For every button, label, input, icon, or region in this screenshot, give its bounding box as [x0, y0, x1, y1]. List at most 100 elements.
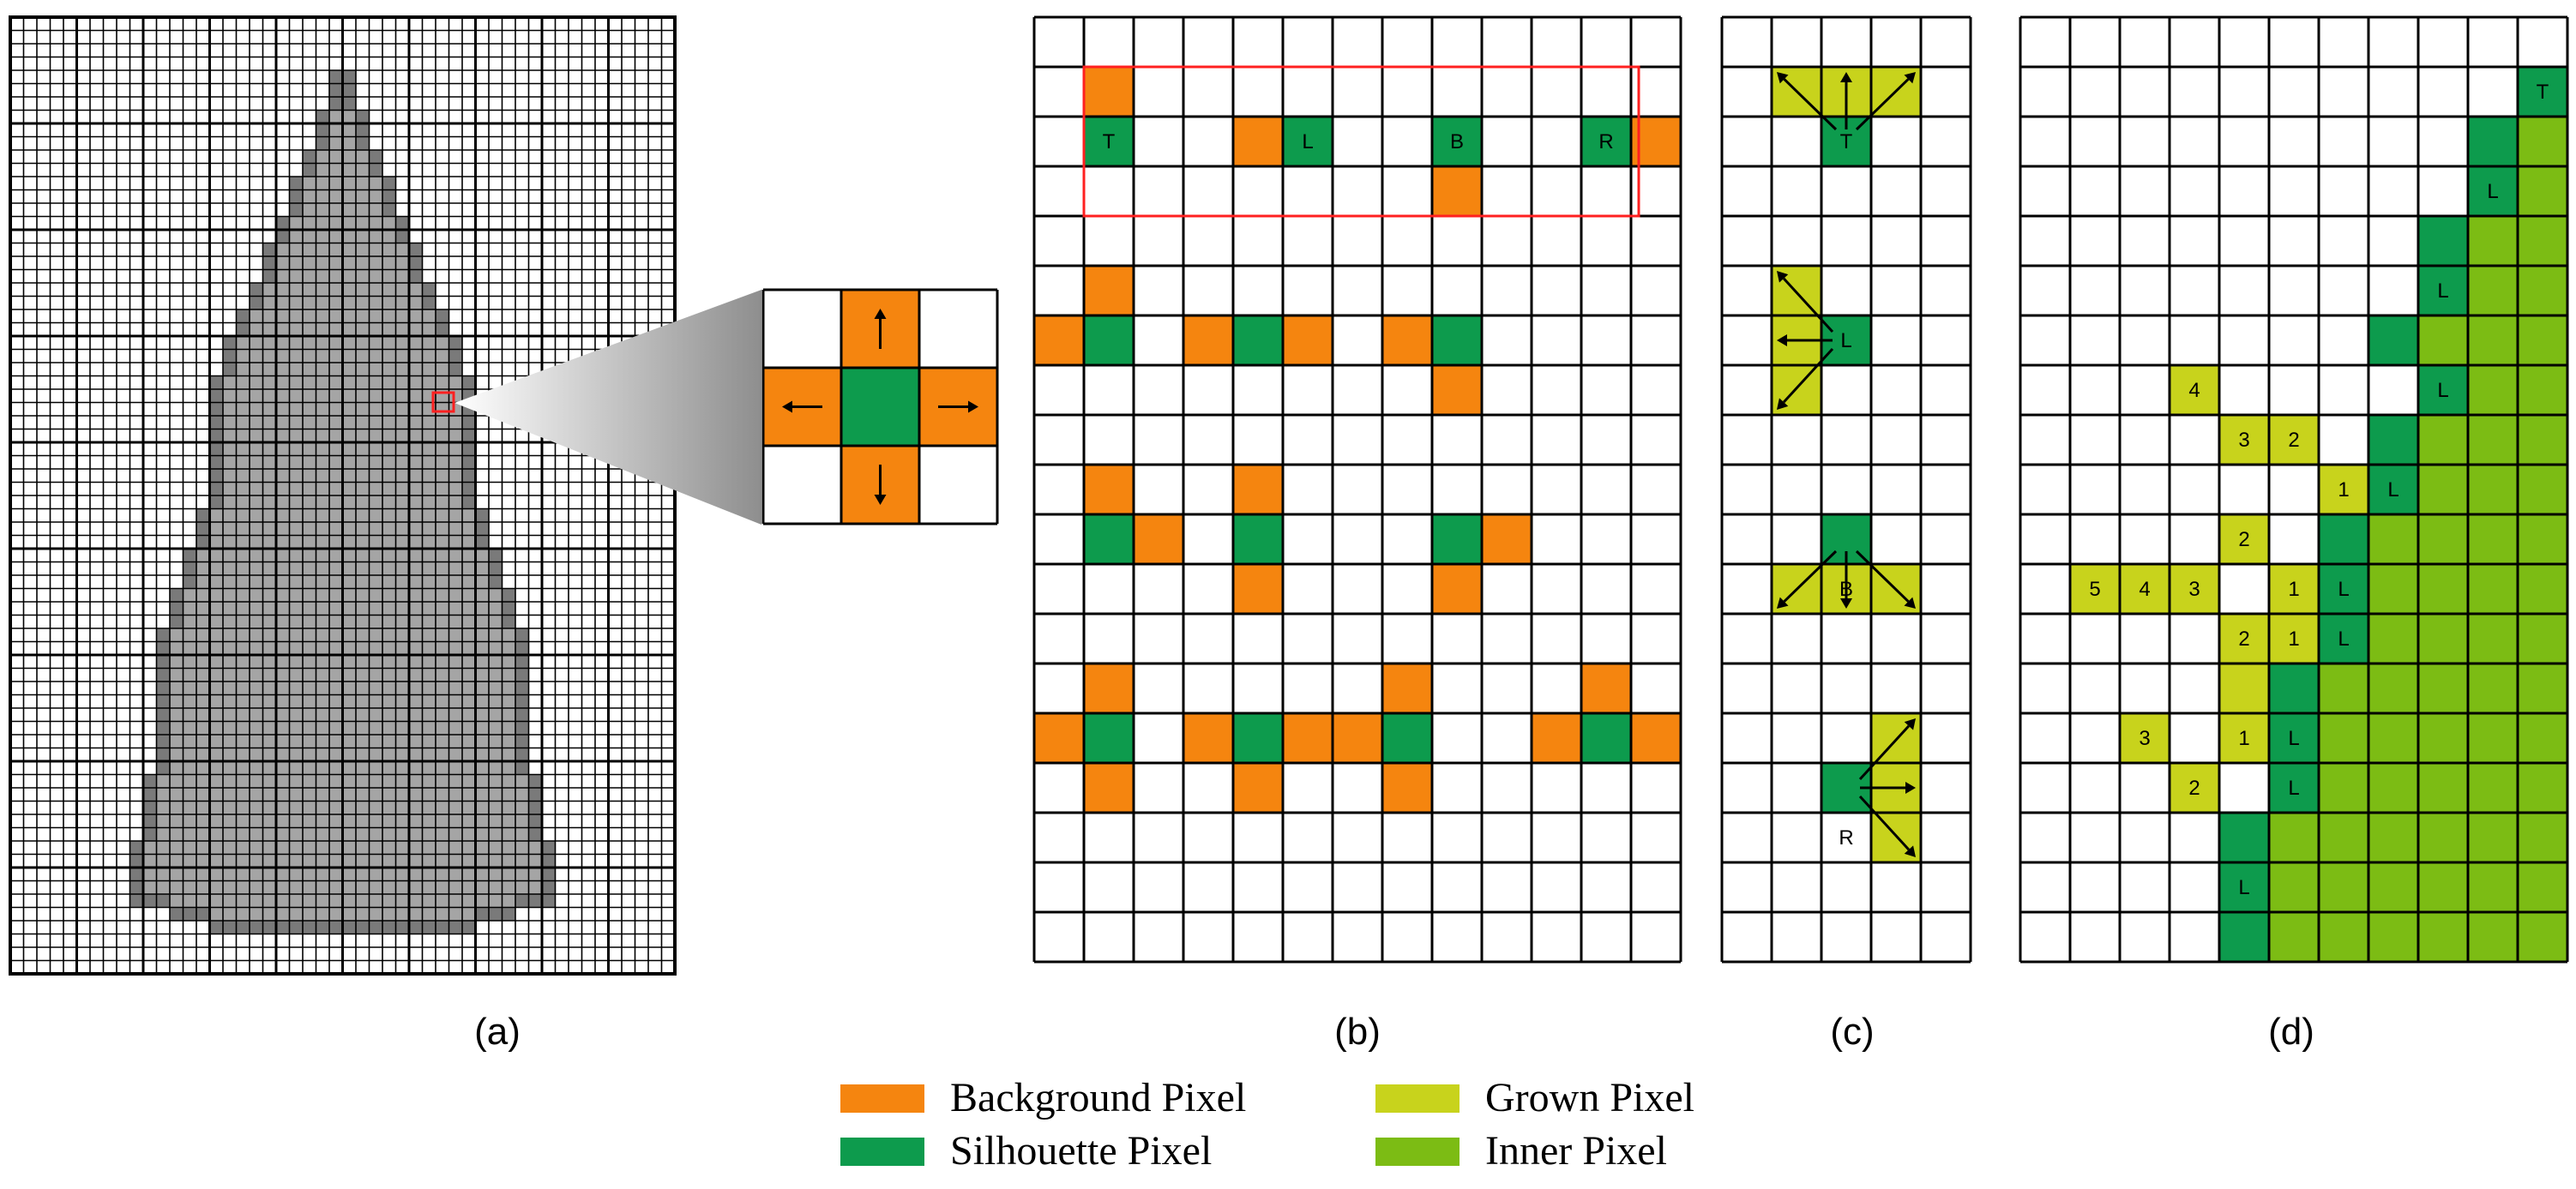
background-pixel: [1432, 365, 1482, 415]
silhouette-inner-pixel: [316, 788, 329, 802]
silhouette-edge-pixel: [329, 97, 343, 111]
silhouette-inner-pixel: [329, 880, 343, 894]
silhouette-inner-pixel: [395, 522, 409, 536]
silhouette-inner-pixel: [170, 854, 184, 868]
silhouette-inner-pixel: [342, 256, 356, 270]
silhouette-inner-pixel: [289, 748, 303, 761]
silhouette-inner-pixel: [329, 841, 343, 855]
silhouette-inner-pixel: [170, 774, 184, 788]
silhouette-inner-pixel: [356, 907, 370, 921]
silhouette-inner-pixel: [489, 682, 503, 695]
silhouette-inner-pixel: [436, 868, 449, 881]
silhouette-edge-pixel: [262, 256, 276, 270]
silhouette-inner-pixel: [369, 735, 382, 748]
silhouette-inner-pixel: [316, 402, 329, 416]
silhouette-inner-pixel: [395, 575, 409, 589]
grown-pixel: [2219, 664, 2269, 713]
inner-pixel: [2468, 664, 2518, 713]
silhouette-inner-pixel: [262, 708, 276, 722]
silhouette-inner-pixel: [329, 535, 343, 549]
silhouette-inner-pixel: [329, 110, 343, 123]
silhouette-inner-pixel: [342, 296, 356, 309]
silhouette-inner-pixel: [409, 880, 423, 894]
silhouette-inner-pixel: [422, 429, 436, 442]
inner-pixel: [2368, 713, 2418, 763]
inner-pixel: [2468, 365, 2518, 415]
inner-pixel: [2468, 315, 2518, 365]
silhouette-inner-pixel: [289, 402, 303, 416]
silhouette-inner-pixel: [262, 748, 276, 761]
silhouette-inner-pixel: [276, 495, 290, 509]
panel-d-cell-label: 2: [2238, 628, 2249, 651]
panel-d-cell-label: 4: [2139, 578, 2150, 601]
silhouette-inner-pixel: [422, 588, 436, 602]
silhouette-inner-pixel: [223, 429, 237, 442]
silhouette-inner-pixel: [289, 721, 303, 735]
silhouette-edge-pixel: [303, 921, 316, 934]
silhouette-inner-pixel: [236, 708, 250, 722]
silhouette-inner-pixel: [316, 827, 329, 841]
silhouette-inner-pixel: [289, 442, 303, 456]
silhouette-inner-pixel: [342, 243, 356, 256]
silhouette-edge-pixel: [209, 469, 223, 483]
silhouette-inner-pixel: [369, 402, 382, 416]
silhouette-inner-pixel: [329, 682, 343, 695]
silhouette-inner-pixel: [262, 561, 276, 575]
silhouette-inner-pixel: [250, 469, 263, 483]
silhouette-inner-pixel: [223, 495, 237, 509]
silhouette-inner-pixel: [183, 708, 196, 722]
silhouette-inner-pixel: [289, 535, 303, 549]
silhouette-inner-pixel: [409, 429, 423, 442]
silhouette-inner-pixel: [316, 682, 329, 695]
silhouette-inner-pixel: [250, 442, 263, 456]
silhouette-inner-pixel: [223, 522, 237, 536]
caption-c: (c): [1830, 1011, 1874, 1053]
silhouette-inner-pixel: [303, 827, 316, 841]
silhouette-inner-pixel: [356, 455, 370, 469]
panel-d-cell-label: L: [2437, 379, 2448, 402]
panel-c-cell-label: B: [1839, 578, 1853, 601]
silhouette-inner-pixel: [342, 230, 356, 243]
silhouette-inner-pixel: [475, 788, 489, 802]
silhouette-inner-pixel: [196, 894, 210, 908]
silhouette-edge-pixel: [156, 735, 170, 748]
silhouette-edge-pixel: [156, 641, 170, 655]
silhouette-inner-pixel: [209, 880, 223, 894]
silhouette-inner-pixel: [475, 801, 489, 814]
silhouette-inner-pixel: [276, 827, 290, 841]
silhouette-inner-pixel: [329, 694, 343, 708]
silhouette-inner-pixel: [316, 522, 329, 536]
silhouette-inner-pixel: [422, 880, 436, 894]
silhouette-inner-pixel: [250, 894, 263, 908]
silhouette-inner-pixel: [223, 482, 237, 495]
silhouette-inner-pixel: [289, 349, 303, 363]
silhouette-inner-pixel: [342, 854, 356, 868]
silhouette-inner-pixel: [170, 628, 184, 642]
silhouette-inner-pixel: [382, 349, 396, 363]
silhouette-inner-pixel: [462, 508, 476, 522]
silhouette-inner-pixel: [209, 522, 223, 536]
silhouette-inner-pixel: [475, 708, 489, 722]
silhouette-inner-pixel: [316, 894, 329, 908]
silhouette-inner-pixel: [382, 615, 396, 628]
silhouette-inner-pixel: [395, 442, 409, 456]
silhouette-inner-pixel: [316, 814, 329, 828]
silhouette-inner-pixel: [196, 641, 210, 655]
silhouette-inner-pixel: [409, 708, 423, 722]
silhouette-inner-pixel: [356, 216, 370, 230]
silhouette-inner-pixel: [382, 495, 396, 509]
silhouette-inner-pixel: [183, 668, 196, 682]
silhouette-inner-pixel: [223, 508, 237, 522]
silhouette-inner-pixel: [382, 363, 396, 376]
silhouette-inner-pixel: [342, 602, 356, 616]
silhouette-edge-pixel: [422, 283, 436, 297]
silhouette-inner-pixel: [329, 389, 343, 403]
silhouette-inner-pixel: [462, 641, 476, 655]
grown-pixel: [2120, 564, 2170, 614]
silhouette-inner-pixel: [356, 668, 370, 682]
silhouette-inner-pixel: [329, 136, 343, 150]
silhouette-inner-pixel: [316, 296, 329, 309]
silhouette-inner-pixel: [156, 841, 170, 855]
silhouette-inner-pixel: [196, 682, 210, 695]
